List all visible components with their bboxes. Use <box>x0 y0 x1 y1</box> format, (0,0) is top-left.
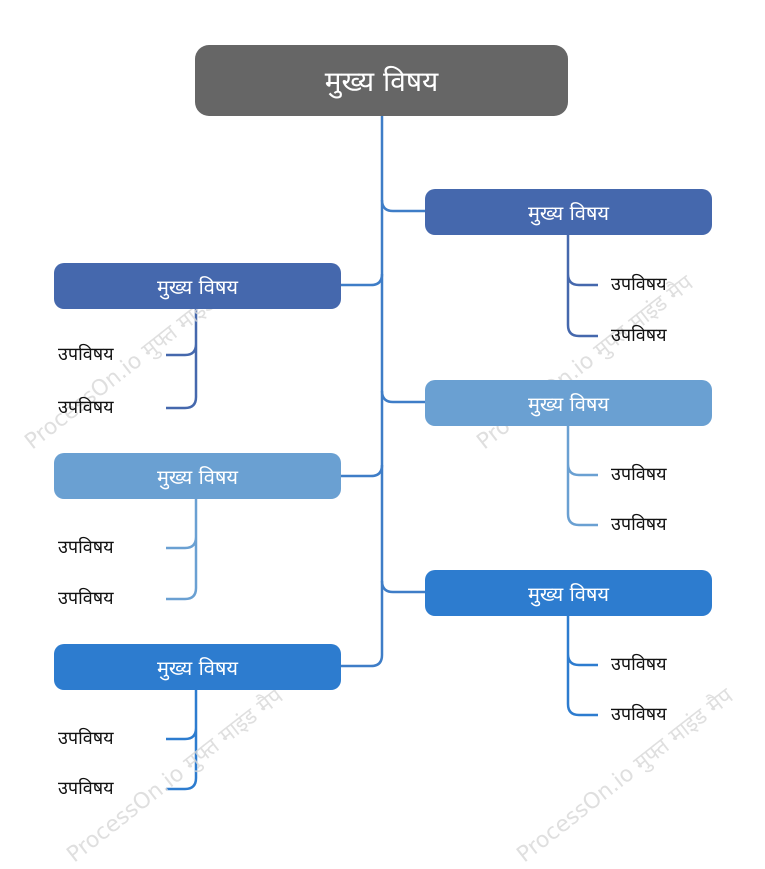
subtopic-connector <box>566 425 598 527</box>
subtopic[interactable]: उपविषय <box>58 397 114 418</box>
subtopic[interactable]: उपविषय <box>611 464 667 485</box>
left-branch-connector <box>341 464 384 478</box>
right-branch-connector <box>380 390 425 404</box>
main-topic-right-3[interactable]: मुख्य विषय <box>425 570 712 616</box>
subtopic-connector <box>566 615 598 717</box>
subtopic[interactable]: उपविषय <box>58 728 114 749</box>
subtopic[interactable]: उपविषय <box>58 344 114 365</box>
subtopic[interactable]: उपविषय <box>58 588 114 609</box>
subtopic[interactable]: उपविषय <box>58 537 114 558</box>
subtopic[interactable]: उपविषय <box>611 514 667 535</box>
root-topic[interactable]: मुख्य विषय <box>195 45 568 116</box>
main-topic-left-2[interactable]: मुख्य विषय <box>54 453 341 499</box>
subtopic[interactable]: उपविषय <box>611 325 667 346</box>
subtopic[interactable]: उपविषय <box>611 274 667 295</box>
subtopic[interactable]: उपविषय <box>611 654 667 675</box>
subtopic-connector <box>566 234 598 338</box>
right-branch-connector <box>380 580 425 594</box>
subtopic-connector <box>166 498 198 601</box>
subtopic-connector <box>166 308 198 410</box>
main-topic-left-3[interactable]: मुख्य विषय <box>54 644 341 690</box>
main-topic-right-1[interactable]: मुख्य विषय <box>425 189 712 235</box>
subtopic[interactable]: उपविषय <box>611 704 667 725</box>
subtopic-connector <box>166 689 198 791</box>
main-topic-left-1[interactable]: मुख्य विषय <box>54 263 341 309</box>
subtopic[interactable]: उपविषय <box>58 778 114 799</box>
main-topic-right-2[interactable]: मुख्य विषय <box>425 380 712 426</box>
trunk-line <box>341 116 384 668</box>
right-branch-connector <box>380 199 425 213</box>
left-branch-connector <box>341 273 384 287</box>
